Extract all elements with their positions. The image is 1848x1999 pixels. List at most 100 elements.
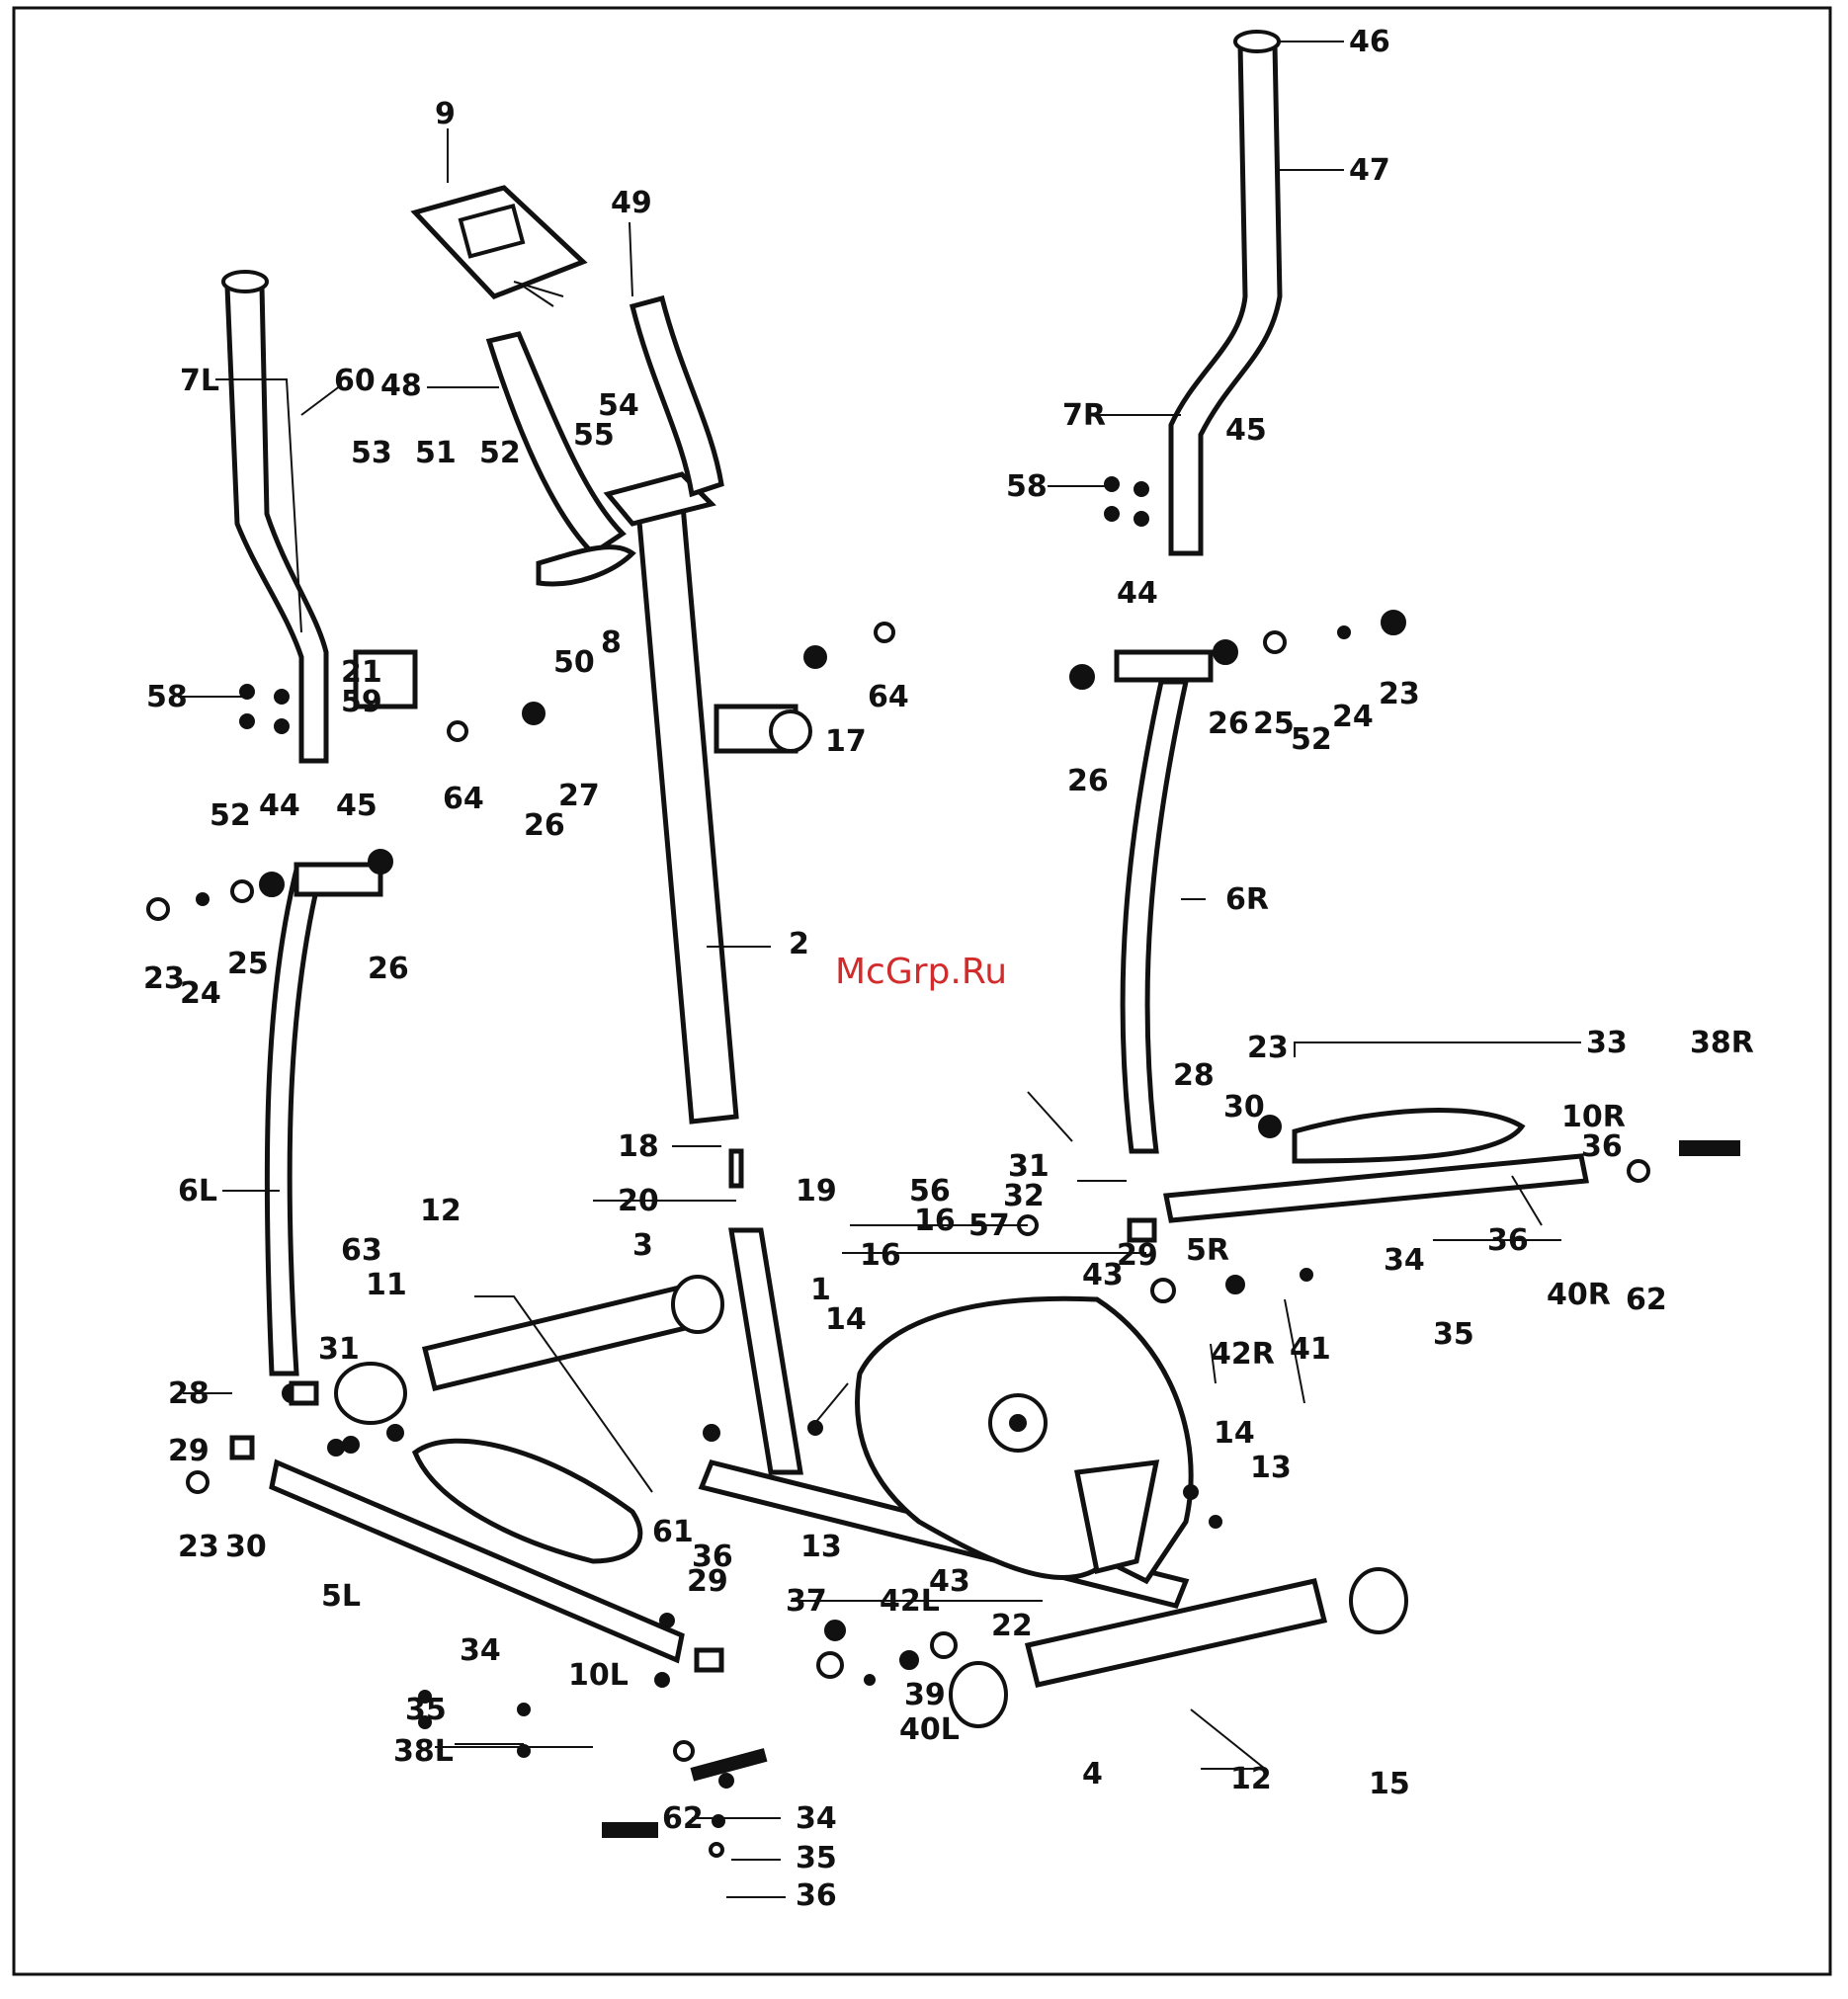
part-label: 62: [1626, 1283, 1667, 1317]
right-lower-arm-part: [1114, 649, 1214, 1154]
handlebar-part: [485, 294, 724, 587]
front-post-part: [603, 471, 739, 1124]
part-label: 22: [991, 1609, 1033, 1643]
part-label: 53: [351, 436, 392, 470]
part-label: 40L: [899, 1712, 960, 1747]
part-label: 6R: [1225, 882, 1269, 917]
part-label: 35: [1433, 1317, 1474, 1352]
part-label: 48: [380, 369, 422, 403]
right-upper-arm-part: [1168, 30, 1283, 556]
part-label: 38L: [393, 1734, 454, 1769]
part-label: 59: [341, 685, 382, 719]
part-label: 25: [227, 947, 269, 981]
part-label: 23: [1247, 1031, 1289, 1065]
left-lower-arm-part: [264, 862, 383, 1376]
pedal-rail-left-part: [269, 1438, 685, 1664]
part-label: 52: [210, 798, 251, 833]
part-label: 58: [146, 680, 188, 714]
part-label: 14: [1214, 1416, 1255, 1451]
console-part: [410, 185, 588, 307]
part-label: 23: [1379, 677, 1420, 711]
part-label: 6L: [178, 1174, 217, 1208]
leader-lines: [178, 41, 1581, 1898]
hardware-parts: [146, 476, 1740, 1858]
part-label: 10L: [568, 1658, 629, 1693]
part-label: 25: [1253, 707, 1295, 741]
part-label: 36: [692, 1540, 733, 1574]
part-label: 2: [789, 927, 809, 961]
part-label: 19: [796, 1174, 837, 1208]
part-label: 13: [1250, 1451, 1292, 1485]
part-label: 26: [368, 952, 409, 986]
part-label: 56: [909, 1174, 951, 1208]
left-upper-arm-part: [221, 270, 329, 764]
part-label: 39: [904, 1678, 946, 1712]
part-label: 5L: [321, 1579, 361, 1614]
part-label: 45: [1225, 413, 1267, 448]
part-label: 60: [334, 364, 376, 398]
part-label: 30: [1223, 1090, 1265, 1124]
flywheel-cover-part: [855, 1295, 1194, 1585]
part-label: 20: [618, 1184, 659, 1218]
part-label: 58: [1006, 469, 1048, 504]
part-label: 26: [1067, 764, 1109, 798]
part-label: 29: [1117, 1238, 1158, 1273]
part-label: 36: [1581, 1129, 1623, 1164]
part-label: 21: [341, 655, 382, 690]
part-label: 24: [1332, 700, 1374, 734]
part-label: 42L: [880, 1584, 940, 1619]
part-label: 18: [618, 1129, 659, 1164]
part-label: 16: [860, 1238, 901, 1273]
part-label: 26: [524, 808, 565, 843]
part-label: 51: [415, 436, 457, 470]
part-label: 41: [1290, 1332, 1331, 1367]
part-label: 16: [914, 1204, 956, 1238]
part-label: 34: [460, 1633, 501, 1668]
part-label: 55: [573, 418, 615, 453]
part-label: 47: [1349, 153, 1390, 188]
part-label: 64: [443, 782, 484, 816]
part-label: 44: [1117, 576, 1158, 611]
part-label: 30: [225, 1530, 267, 1564]
part-label: 54: [598, 388, 639, 423]
part-label: 49: [611, 186, 652, 220]
front-stabilizer-part: [949, 1567, 1408, 1728]
part-label: 62: [662, 1801, 704, 1836]
part-label: 33: [1586, 1026, 1628, 1060]
part-labels: 9 49 46 47 48 54 55 53 51 52 7R 45 58 44…: [143, 25, 1754, 1913]
rear-stabilizer-part: [334, 1275, 724, 1425]
part-label: 44: [259, 789, 300, 823]
part-label: 45: [336, 789, 378, 823]
part-label: 8: [601, 625, 622, 660]
part-label: 52: [1291, 722, 1332, 757]
part-label: 57: [968, 1208, 1010, 1243]
part-label: 36: [796, 1878, 837, 1913]
part-label: 7L: [180, 364, 219, 398]
part-label: 31: [1008, 1149, 1050, 1184]
part-label: 64: [868, 680, 909, 714]
part-label: 29: [687, 1564, 728, 1599]
part-label: 63: [341, 1233, 382, 1268]
part-label: 13: [800, 1530, 842, 1564]
handlebar-grip-part: [353, 649, 418, 709]
part-label: 27: [558, 779, 600, 813]
part-label: 61: [652, 1515, 694, 1549]
part-label: 23: [143, 961, 185, 996]
part-label: 40R: [1547, 1278, 1611, 1312]
pedal-rail-right-part: [1163, 1108, 1589, 1223]
watermark: McGrp.Ru: [835, 952, 1007, 992]
part-label: 46: [1349, 25, 1390, 59]
part-label: 4: [1082, 1757, 1103, 1791]
page-border: [12, 6, 1832, 1976]
part-label: 15: [1369, 1767, 1410, 1801]
part-label: 3: [632, 1228, 653, 1263]
part-label: 35: [405, 1693, 447, 1727]
part-label: 35: [796, 1841, 837, 1875]
part-label: 17: [825, 724, 867, 759]
part-label: 7R: [1062, 398, 1106, 433]
part-label: 23: [178, 1530, 219, 1564]
part-label: 37: [786, 1584, 827, 1619]
part-label: 14: [825, 1302, 867, 1337]
part-label: 31: [318, 1332, 360, 1367]
part-label: 32: [1003, 1179, 1045, 1213]
